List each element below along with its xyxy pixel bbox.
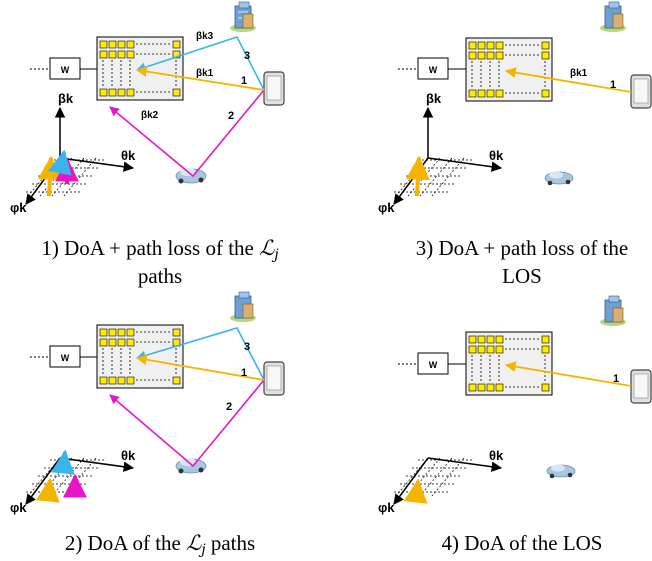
path-1-line: [135, 354, 265, 381]
panel-3: W: [378, 1, 652, 288]
path-1-line: [504, 67, 632, 93]
building-icon: [600, 295, 626, 326]
caption-2: 2) DoA of the ℒj paths: [65, 531, 255, 558]
beta-k2-label: βk2: [141, 110, 159, 121]
path-1-number: 1: [241, 75, 247, 87]
phi-k-axis-label: φk: [378, 200, 395, 215]
w-label: W: [61, 65, 70, 75]
phone-icon: [630, 369, 652, 404]
phi-axis: [393, 157, 429, 205]
beta-k1-label: βk1: [570, 68, 588, 79]
beta-k3-label: βk3: [196, 31, 214, 42]
car-icon: [175, 168, 207, 184]
doa-grid: [25, 106, 135, 205]
path-3-doa-bar: [47, 149, 72, 176]
path-2-line: [109, 379, 265, 468]
phi-k-axis-label: φk: [378, 500, 395, 515]
caption-4: 4) DoA of the LOS: [442, 531, 603, 555]
car-icon: [546, 464, 576, 479]
doa-grid: [25, 449, 135, 505]
antenna-array: [465, 331, 553, 396]
w-label: W: [429, 65, 438, 75]
car-icon: [175, 458, 207, 474]
path-1-number: 1: [241, 367, 247, 379]
path-3-line: [136, 327, 265, 381]
theta-k-axis-label: θk: [489, 148, 504, 163]
caption-1-line1: 1) DoA + path loss of the ℒj: [41, 236, 279, 263]
path-1-doa-bar: [37, 155, 62, 197]
phi-axis: [25, 457, 61, 505]
theta-axis: [427, 457, 503, 472]
building-icon: [230, 1, 256, 32]
w-label: W: [61, 353, 70, 363]
building-icon: [600, 1, 626, 32]
path-1-doa-bar: [405, 155, 430, 197]
phi-axis: [393, 457, 429, 505]
panel-2: W: [10, 291, 285, 558]
panel-4: W: [378, 295, 652, 555]
path-1-doa-marker: [35, 477, 60, 503]
phi-axis: [25, 157, 61, 205]
path-2-number: 2: [228, 110, 234, 122]
path-1-number: 1: [613, 373, 619, 385]
beta-k1-label: βk1: [196, 68, 214, 79]
beta-k-axis-label: βk: [426, 91, 442, 106]
theta-k-axis-label: θk: [121, 148, 136, 163]
theta-k-axis-label: θk: [489, 448, 504, 463]
car-icon: [544, 171, 574, 186]
caption-3-line1: 3) DoA + path loss of the: [416, 236, 629, 260]
panel-1: W: [10, 1, 285, 288]
beta-k-axis-label: βk: [58, 91, 74, 106]
path-3-number: 3: [244, 50, 250, 62]
phone-icon: [630, 74, 652, 109]
path-1-line: [504, 361, 632, 387]
path-1-line: [135, 66, 265, 91]
path-2-line: [109, 89, 265, 178]
path-3-doa-marker: [50, 449, 75, 475]
caption-3-line2: LOS: [502, 264, 542, 288]
antenna-array: [465, 37, 553, 102]
theta-k-axis-label: θk: [121, 448, 136, 463]
phone-icon: [263, 361, 285, 396]
path-3-line: [136, 36, 265, 91]
path-3-number: 3: [244, 341, 250, 353]
theta-axis: [427, 157, 503, 172]
doa-grid: [393, 106, 503, 205]
path-2-number: 2: [226, 401, 232, 413]
path-1-doa-marker: [403, 478, 428, 504]
building-icon: [230, 291, 256, 322]
w-label: W: [429, 360, 438, 370]
path-1-number: 1: [610, 79, 616, 91]
caption-1-line2: paths: [138, 264, 182, 288]
phi-k-axis-label: φk: [10, 200, 27, 215]
phone-icon: [263, 71, 285, 106]
doa-grid: [393, 457, 503, 505]
phi-k-axis-label: φk: [10, 500, 27, 515]
